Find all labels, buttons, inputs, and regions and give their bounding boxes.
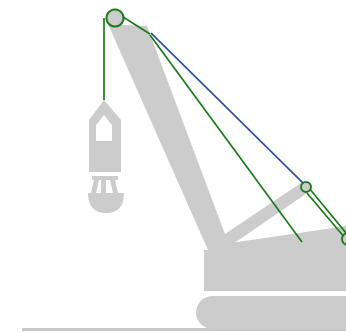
crawler-track <box>196 296 346 329</box>
hook-block <box>88 100 124 213</box>
pendant-rope-green-back <box>303 181 346 234</box>
pendant-rope-green-lower <box>306 192 346 239</box>
gantry-sheave <box>300 181 312 193</box>
pendant-rope-green-front <box>149 34 303 243</box>
carbody-sheave <box>341 232 346 246</box>
gantry-strut <box>222 181 310 246</box>
carbody-upper <box>224 226 346 252</box>
boom-tip-sheave <box>105 8 125 28</box>
carbody-lower <box>204 250 346 291</box>
pendant-rope-blue <box>150 32 304 184</box>
boom <box>108 24 231 250</box>
